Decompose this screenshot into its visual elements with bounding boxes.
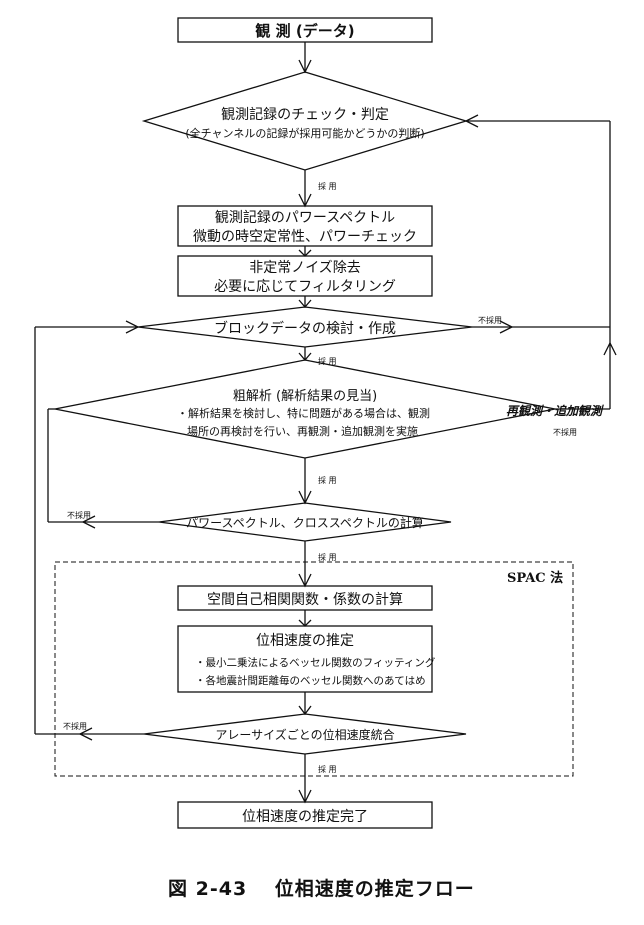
node-noise-line2: 必要に応じてフィルタリング: [214, 279, 396, 295]
node-power-line2: 微動の時空定常性、パワーチェック: [193, 229, 417, 245]
node-array: アレーサイズごとの位相速度統合: [215, 728, 395, 742]
node-spac-coef: 空間自己相関関数・係数の計算: [207, 592, 403, 608]
node-check-sub: (全チャンネルの記録が採用可能かどうかの判断): [185, 127, 425, 140]
label-adopt-1: 採 用: [318, 182, 337, 191]
node-check-title: 観測記録のチェック・判定: [221, 107, 389, 123]
label-reject-cross: 不採用: [67, 511, 91, 520]
label-adopt-5: 採 用: [318, 765, 337, 774]
label-spac: SPAC 法: [507, 571, 564, 586]
node-rough-line1: ・解析結果を検討し、特に問題がある場合は、観測: [177, 407, 430, 420]
label-adopt-4: 採 用: [318, 553, 337, 562]
label-reject-block: 不採用: [478, 316, 502, 325]
label-reject-rough: 不採用: [553, 428, 577, 437]
node-phase-bullet2: ・各地震計間距離毎のベッセル関数へのあてはめ: [195, 675, 426, 687]
label-reobserve: 再観測・追加観測: [506, 404, 603, 418]
node-rough-title: 粗解析 (解析結果の見当): [232, 389, 378, 404]
node-rough-line2: 場所の再検討を行い、再観測・追加観測を実施: [187, 425, 418, 438]
node-phase-bullet1: ・最小二乗法によるベッセル関数のフィッティング: [195, 657, 436, 669]
label-adopt-3: 採 用: [318, 476, 337, 485]
node-phase-title: 位相速度の推定: [256, 633, 354, 649]
node-final: 位相速度の推定完了: [242, 809, 368, 825]
node-block: ブロックデータの検討・作成: [214, 321, 396, 337]
node-cross: パワースペクトル、クロススペクトルの計算: [186, 516, 424, 530]
spac-region: [54, 561, 574, 777]
figure-caption: 図 2-43 位相速度の推定フロー: [168, 878, 475, 900]
node-observation: 観 測 (データ): [255, 22, 355, 40]
label-reject-array: 不採用: [63, 722, 87, 731]
node-power-line1: 観測記録のパワースペクトル: [214, 210, 396, 226]
node-noise-line1: 非定常ノイズ除去: [249, 260, 361, 276]
label-adopt-2: 採 用: [318, 357, 337, 366]
